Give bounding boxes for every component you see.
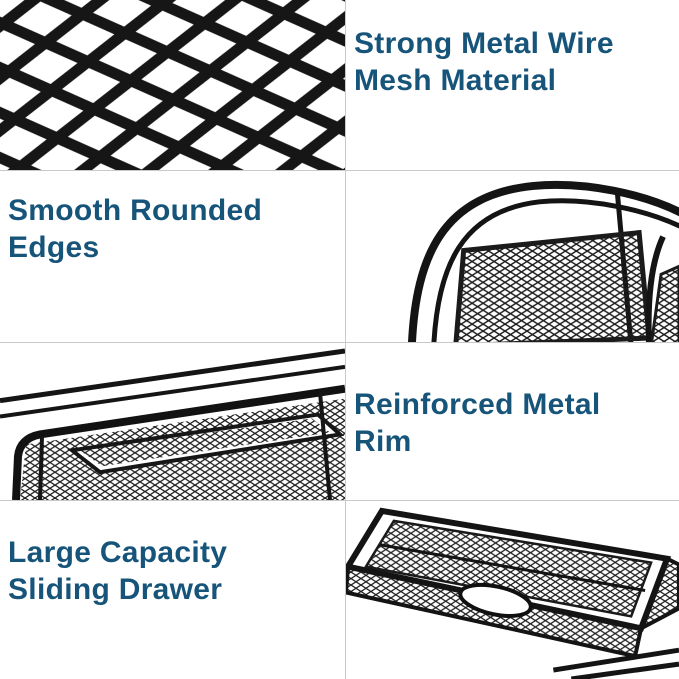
feature-headline-metal-rim: Reinforced Metal Rim (346, 343, 679, 500)
feature-headline-rounded-edges: Smooth Rounded Edges (0, 171, 345, 342)
feature-label: Strong Metal Wire Mesh Material (354, 27, 614, 97)
feature-headline-sliding-drawer: Large Capacity Sliding Drawer (0, 501, 345, 679)
horizontal-divider-1 (0, 170, 679, 171)
feature-label: Large Capacity Sliding Drawer (8, 536, 228, 606)
horizontal-divider-2 (0, 342, 679, 343)
sliding-drawer-image (346, 507, 679, 679)
feature-label: Smooth Rounded Edges (8, 194, 263, 264)
photo-sliding-drawer (346, 501, 679, 679)
photo-rounded-edge-corner (346, 171, 679, 342)
photo-wire-mesh-closeup (0, 0, 345, 170)
reinforced-rim-image (0, 348, 345, 500)
rounded-edge-corner-image (408, 180, 679, 342)
vertical-divider (345, 0, 346, 679)
wire-mesh-closeup-image (0, 0, 345, 170)
photo-reinforced-rim (0, 343, 345, 500)
horizontal-divider-3 (0, 500, 679, 501)
feature-headline-mesh-material: Strong Metal Wire Mesh Material (346, 0, 679, 170)
feature-label: Reinforced Metal Rim (354, 388, 601, 458)
